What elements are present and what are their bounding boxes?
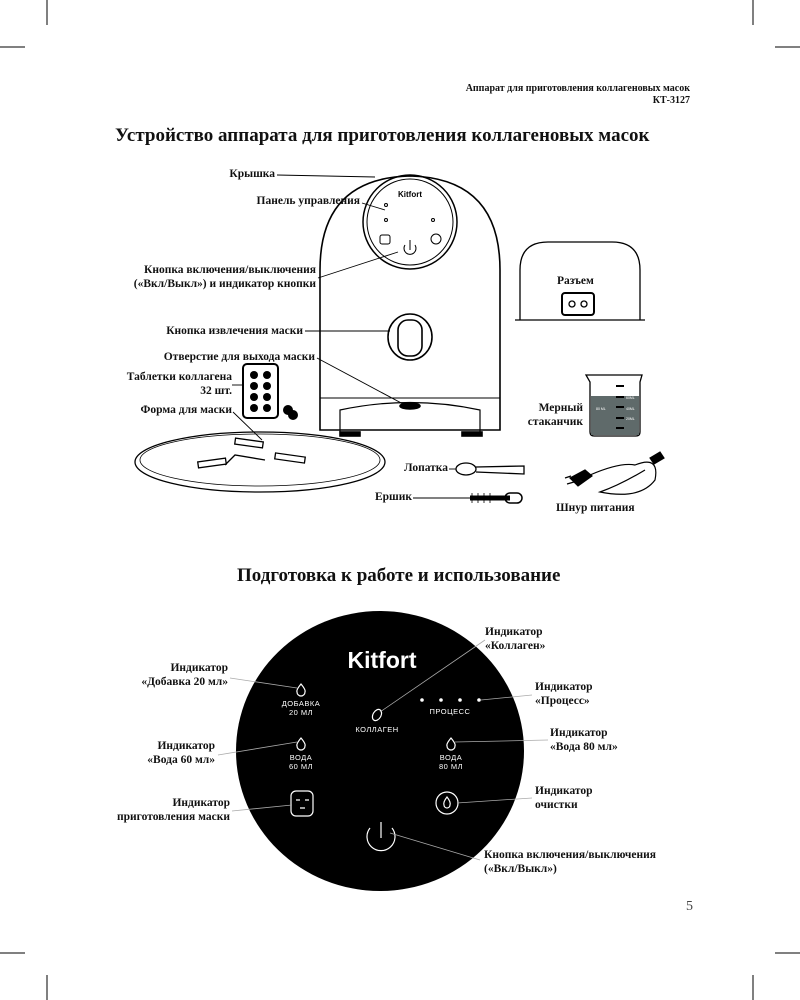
callout-line: Индикатор bbox=[172, 797, 230, 809]
svg-text:КОЛЛАГЕН: КОЛЛАГЕН bbox=[355, 725, 398, 734]
callout-clean: Индикатор очистки bbox=[535, 784, 593, 812]
callout-lines bbox=[217, 639, 549, 861]
callout-line: Индикатор bbox=[550, 727, 608, 739]
callout-mask: Индикатор приготовления маски bbox=[117, 796, 230, 824]
svg-text:20 МЛ: 20 МЛ bbox=[289, 708, 313, 717]
callout-line: Индикатор bbox=[157, 740, 215, 752]
label-spatula: Лопатка bbox=[404, 462, 448, 474]
svg-text:60 МЛ: 60 МЛ bbox=[289, 762, 313, 771]
mask-icon bbox=[290, 790, 314, 817]
svg-text:80 ML: 80 ML bbox=[596, 407, 606, 411]
callout-line: «Вода 60 мл» bbox=[147, 754, 215, 766]
callout-line: очистки bbox=[535, 799, 578, 811]
section-title-device: Устройство аппарата для приготовления ко… bbox=[115, 125, 650, 146]
measuring-cup: 80 ML 60ML 40ML 20ML bbox=[584, 374, 643, 437]
label-outlet: Отверстие для выхода маски bbox=[163, 351, 315, 363]
label-tablets-line1: Таблетки коллагена bbox=[126, 371, 232, 383]
callout-line: приготовления маски bbox=[117, 811, 230, 823]
label-tablets-line2: 32 шт. bbox=[200, 385, 232, 397]
callout-additive: Индикатор «Добавка 20 мл» bbox=[141, 661, 228, 689]
label-panel: Панель управления bbox=[256, 195, 360, 207]
page-number: 5 bbox=[686, 899, 693, 914]
label-tablets: Таблетки коллагена 32 шт. bbox=[127, 370, 232, 398]
callout-line: Кнопка включения/выключения bbox=[484, 849, 656, 861]
callout-line: Индикатор bbox=[485, 626, 543, 638]
svg-text:ВОДА: ВОДА bbox=[440, 753, 463, 762]
cleaning-brush bbox=[470, 492, 523, 504]
label-eject: Кнопка извлечения маски bbox=[166, 325, 303, 337]
svg-text:80 МЛ: 80 МЛ bbox=[439, 762, 463, 771]
device-body bbox=[319, 175, 501, 437]
brand-logo: Kitfort bbox=[348, 647, 417, 673]
control-panel-large: Kitfort ДОБАВКА 20 МЛ ВОДА 60 МЛ ВОДА 80… bbox=[217, 611, 549, 891]
spatula bbox=[455, 462, 525, 476]
section-title-usage: Подготовка к работе и использование bbox=[237, 565, 561, 586]
drop-icon-water80 bbox=[446, 737, 456, 751]
collagen-indicator-icon bbox=[371, 708, 383, 722]
svg-text:ПРОЦЕСС: ПРОЦЕСС bbox=[430, 707, 471, 716]
running-header: Аппарат для приготовления коллагеновых м… bbox=[466, 83, 690, 107]
collagen-tablets bbox=[242, 363, 298, 420]
mask-eject-button bbox=[387, 313, 433, 361]
callout-line: «Процесс» bbox=[535, 695, 590, 707]
power-cord bbox=[564, 451, 665, 495]
header-model: КТ-3127 bbox=[652, 95, 690, 106]
control-panel-small: Kitfort bbox=[362, 174, 458, 270]
svg-text:20ML: 20ML bbox=[626, 417, 635, 421]
callout-process: Индикатор «Процесс» bbox=[535, 680, 593, 708]
callout-power: Кнопка включения/выключения («Вкл/Выкл») bbox=[484, 848, 656, 876]
svg-text:40ML: 40ML bbox=[626, 407, 635, 411]
label-cord: Шнур питания bbox=[556, 502, 635, 514]
leader-lines bbox=[232, 174, 470, 499]
callout-water60: Индикатор «Вода 60 мл» bbox=[147, 739, 215, 767]
label-power-line2: («Вкл/Выкл») и индикатор кнопки bbox=[133, 278, 316, 290]
connector-drawing bbox=[515, 241, 645, 321]
callout-line: («Вкл/Выкл») bbox=[484, 863, 557, 875]
svg-text:60ML: 60ML bbox=[626, 396, 635, 400]
callout-water80: Индикатор «Вода 80 мл» bbox=[550, 726, 618, 754]
callout-collagen: Индикатор «Коллаген» bbox=[485, 625, 545, 653]
power-icon bbox=[366, 827, 396, 852]
svg-text:ВОДА: ВОДА bbox=[290, 753, 313, 762]
label-lid: Крышка bbox=[229, 168, 275, 180]
label-cup-line2: стаканчик bbox=[527, 416, 583, 428]
callout-line: Индикатор bbox=[170, 662, 228, 674]
mask-form bbox=[134, 431, 386, 493]
label-brush: Ершик bbox=[374, 491, 412, 503]
brand-logo-small: Kitfort bbox=[398, 190, 422, 199]
callout-line: Индикатор bbox=[535, 681, 593, 693]
label-form: Форма для маски bbox=[140, 404, 232, 416]
label-connector: Разъем bbox=[557, 275, 594, 287]
drop-icon-water60 bbox=[296, 737, 306, 751]
label-power-line1: Кнопка включения/выключения bbox=[144, 264, 316, 276]
callout-line: «Вода 80 мл» bbox=[550, 741, 618, 753]
callout-line: «Коллаген» bbox=[485, 640, 546, 652]
callout-line: Индикатор bbox=[535, 785, 593, 797]
label-cup-line1: Мерный bbox=[538, 402, 583, 414]
label-cup: Мерный стаканчик bbox=[528, 401, 583, 429]
process-dots bbox=[420, 698, 481, 702]
drop-icon-additive bbox=[296, 683, 306, 697]
header-title: Аппарат для приготовления коллагеновых м… bbox=[465, 83, 690, 94]
callout-line: «Добавка 20 мл» bbox=[141, 676, 228, 688]
svg-text:ДОБАВКА: ДОБАВКА bbox=[282, 699, 321, 708]
label-power: Кнопка включения/выключения («Вкл/Выкл»)… bbox=[134, 263, 316, 291]
